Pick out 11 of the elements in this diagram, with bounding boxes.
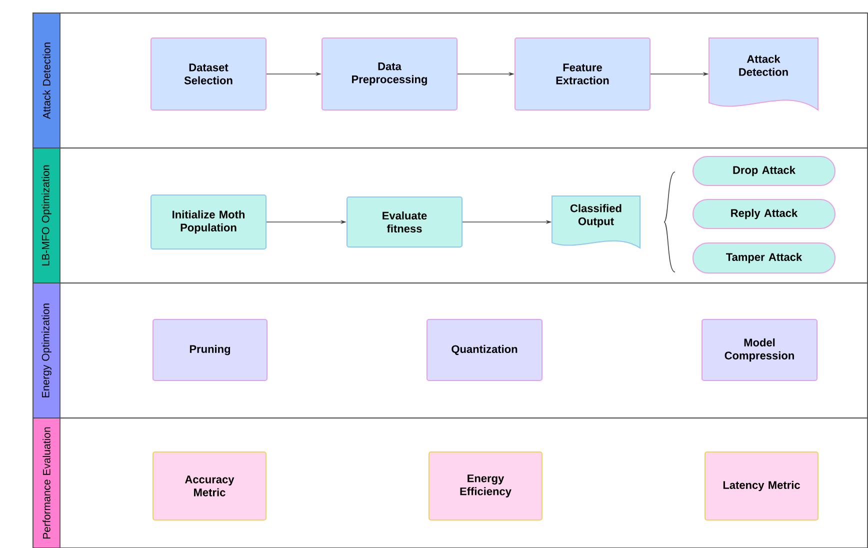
process-box: Data Preprocessing xyxy=(322,38,458,110)
process-box: Pruning xyxy=(152,319,268,381)
process-box: Dataset Selection xyxy=(150,38,266,110)
process-box: Feature Extraction xyxy=(514,38,650,110)
process-box: Latency Metric xyxy=(704,452,818,520)
process-box: Initialize Moth Population xyxy=(150,194,266,250)
process-box: Model Compression xyxy=(702,319,818,381)
process-box: Evaluate fitness xyxy=(346,196,462,248)
process-box: Accuracy Metric xyxy=(152,452,266,520)
process-box: Quantization xyxy=(426,319,542,381)
process-box: Energy Efficiency xyxy=(428,452,542,520)
